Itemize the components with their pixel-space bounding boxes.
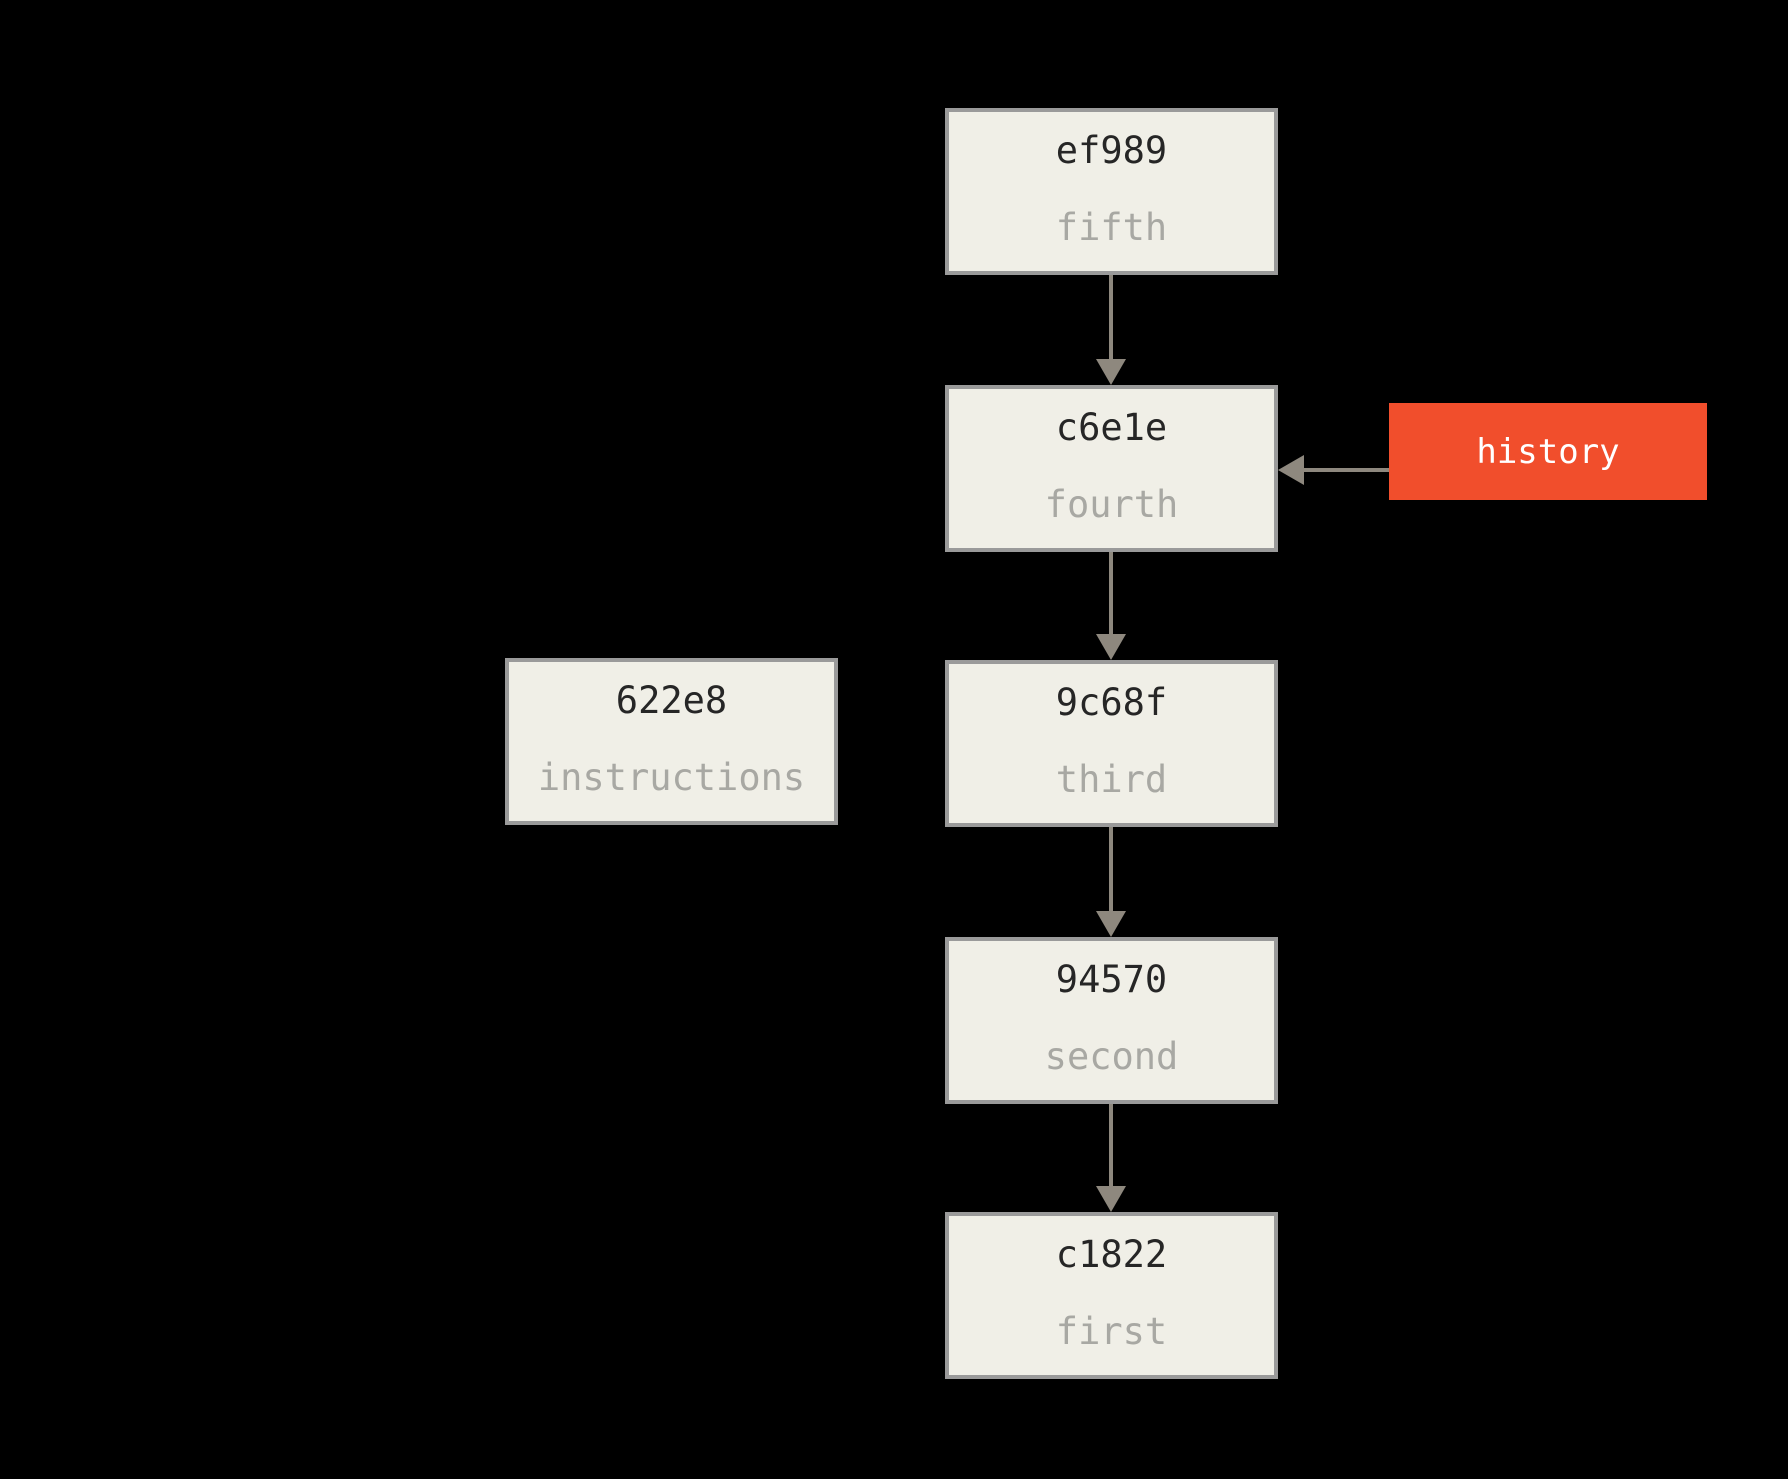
branch-label-text: history xyxy=(1476,431,1620,472)
commit-message: first xyxy=(1055,1310,1168,1353)
commit-box-9c68f: 9c68f third xyxy=(945,660,1278,827)
commit-box-622e8: 622e8 instructions xyxy=(505,658,838,825)
commit-box-c6e1e: c6e1e fourth xyxy=(945,385,1278,552)
arrow-left-icon xyxy=(1278,455,1304,485)
commit-message: second xyxy=(1044,1035,1179,1078)
arrow-c6e1e-to-9c68f-shaft xyxy=(1109,552,1113,634)
arrow-history-to-c6e1e-shaft xyxy=(1304,468,1389,472)
commit-hash: 9c68f xyxy=(1055,681,1168,724)
commit-hash: ef989 xyxy=(1055,129,1168,172)
commit-box-94570: 94570 second xyxy=(945,937,1278,1104)
commit-message: fourth xyxy=(1044,483,1179,526)
commit-message: third xyxy=(1055,758,1168,801)
commit-box-c1822: c1822 first xyxy=(945,1212,1278,1379)
arrow-ef989-to-c6e1e-shaft xyxy=(1109,275,1113,359)
arrow-down-icon xyxy=(1096,634,1126,660)
commit-message: instructions xyxy=(537,756,806,799)
arrow-94570-to-c1822-shaft xyxy=(1109,1104,1113,1186)
arrow-down-icon xyxy=(1096,1186,1126,1212)
arrow-down-icon xyxy=(1096,911,1126,937)
branch-label-history: history xyxy=(1389,403,1707,500)
commit-hash: 94570 xyxy=(1055,958,1168,1001)
commit-hash: c6e1e xyxy=(1055,406,1168,449)
arrow-down-icon xyxy=(1096,359,1126,385)
commit-hash: 622e8 xyxy=(615,679,728,722)
commit-box-ef989: ef989 fifth xyxy=(945,108,1278,275)
commit-message: fifth xyxy=(1055,206,1168,249)
arrow-9c68f-to-94570-shaft xyxy=(1109,827,1113,911)
commit-hash: c1822 xyxy=(1055,1233,1168,1276)
